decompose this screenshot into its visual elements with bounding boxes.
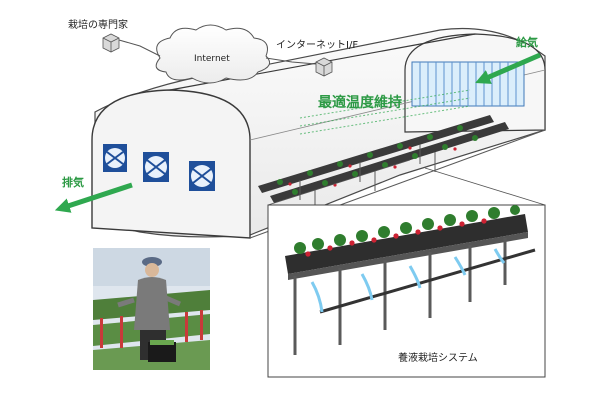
exhaust-arrow <box>54 182 133 213</box>
fan-icon <box>189 161 215 191</box>
label-exhaust: 排気 <box>62 175 84 189</box>
label-interface: インターネットI/F <box>276 39 358 51</box>
fan-icon <box>103 144 127 172</box>
computer-icon <box>315 57 333 77</box>
label-internet: Internet <box>194 54 230 64</box>
fan-icon <box>143 152 169 182</box>
label-optimal-temperature: 最適温度維持 <box>318 94 402 111</box>
hydroponic-detail <box>267 204 546 378</box>
cloud-icon <box>155 24 271 84</box>
label-intake: 給気 <box>516 35 538 49</box>
computer-icon <box>102 33 120 53</box>
airflow-lines <box>299 89 471 135</box>
interior-beds <box>258 115 509 210</box>
callout-lines <box>267 159 546 206</box>
label-expert: 栽培の専門家 <box>68 18 128 31</box>
label-system-name: 養液栽培システム <box>398 351 478 364</box>
network-links <box>118 39 317 65</box>
farmer-photo <box>93 248 210 370</box>
intake-arrow <box>475 52 541 84</box>
